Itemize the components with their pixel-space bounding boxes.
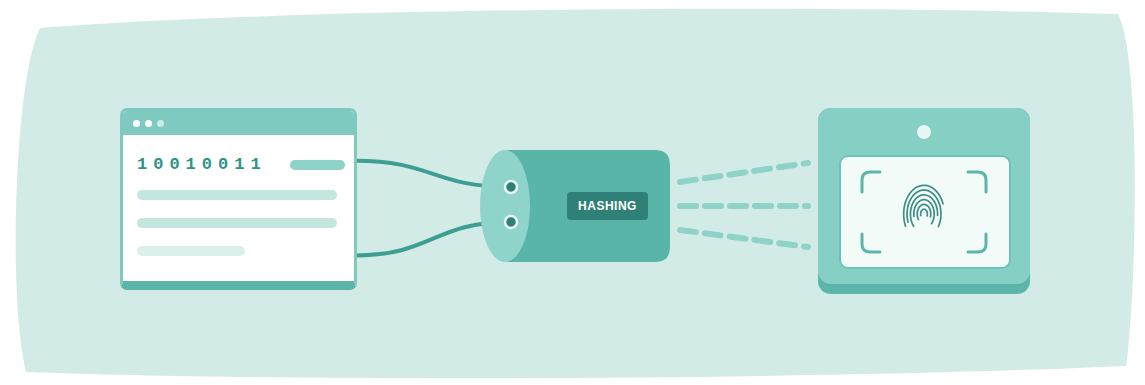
bracket — [862, 234, 880, 252]
fingerprint-ridge — [914, 200, 934, 224]
window-dot — [145, 120, 152, 127]
background-blob — [16, 9, 1135, 379]
dashed-links — [680, 163, 808, 247]
bracket — [968, 172, 986, 192]
fingerprint-ridge — [910, 195, 937, 226]
dashed-line — [680, 163, 808, 182]
cylinder-cap — [480, 150, 530, 262]
window-dot — [157, 120, 164, 127]
fingerprint-ridge — [907, 190, 941, 227]
window-line — [137, 190, 337, 200]
scanner-device — [818, 108, 1030, 294]
data-window: 10010011 — [120, 108, 357, 290]
fingerprint-ridge — [917, 204, 931, 219]
cylinder-port — [505, 181, 517, 193]
bracket — [968, 234, 986, 252]
device-camera — [917, 125, 931, 139]
bracket — [862, 172, 880, 192]
window-line — [137, 218, 337, 228]
scan-brackets — [862, 172, 986, 252]
fingerprint-ridge — [921, 209, 928, 216]
fingerprint-ridge — [904, 185, 943, 226]
device-body — [818, 108, 1030, 284]
window-line — [137, 246, 245, 256]
dashed-line — [680, 230, 808, 247]
window-pill — [290, 160, 345, 170]
dashed-line — [680, 203, 808, 209]
cylinder-port — [505, 216, 517, 228]
device-shadow — [818, 108, 1030, 294]
window-dot — [133, 120, 140, 127]
binary-text: 10010011 — [137, 155, 267, 175]
device-screen — [840, 156, 1010, 268]
hashing-cylinder: HASHING — [480, 150, 675, 262]
process-label: HASHING — [567, 192, 648, 220]
fingerprint-icon — [904, 185, 943, 226]
